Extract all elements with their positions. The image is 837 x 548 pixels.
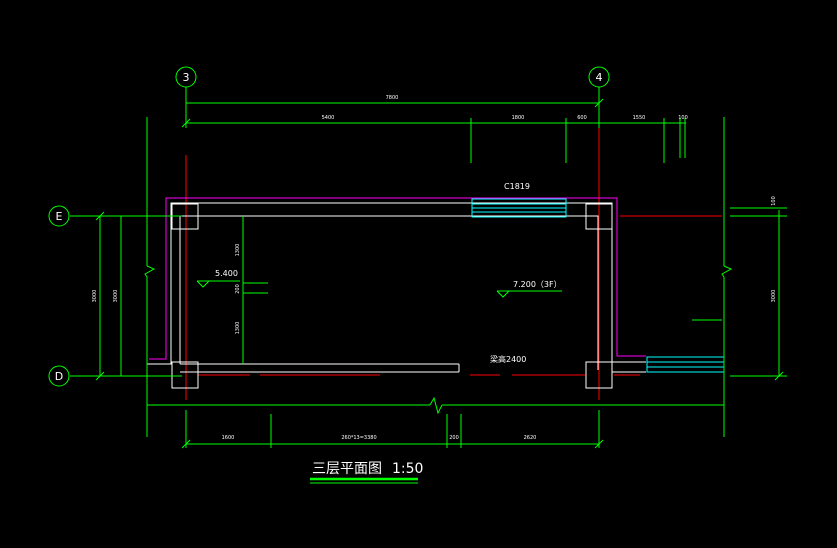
axis-label-4: 4 — [596, 71, 603, 84]
dim-left-outer: 3000 — [92, 290, 98, 303]
window-c1819 — [471, 198, 567, 218]
dim-top-seg-3: 600 — [577, 115, 587, 121]
beam-note: 梁高2400 — [490, 354, 526, 364]
wall-outer — [147, 202, 646, 365]
dim-right-main: 3000 — [771, 290, 777, 303]
dim-top-seg-5: 100 — [678, 115, 688, 121]
axis-bubble-e: E — [48, 205, 70, 227]
axis-bubble-d: D — [48, 365, 70, 387]
axis-bubble-3: 3 — [175, 66, 197, 94]
wall-inner — [179, 215, 599, 370]
title-scale: 1:50 — [392, 461, 423, 477]
dim-top-total: 7800 — [386, 95, 399, 101]
drawing-title: 三层平面图 1:50 — [310, 461, 423, 484]
window-tag: C1819 — [504, 182, 530, 191]
axis-bubble-4: 4 — [588, 66, 610, 94]
outer-outline — [149, 197, 646, 360]
axis-label-3: 3 — [183, 71, 190, 84]
dim-bottom-seg-4: 2620 — [524, 435, 537, 441]
dim-right-small: 100 — [771, 196, 777, 206]
window-right — [646, 356, 725, 373]
dim-top-seg-1: 5400 — [322, 115, 335, 121]
dim-top-seg-2: 1800 — [512, 115, 525, 121]
dim-bottom-seg-3: 200 — [449, 435, 459, 441]
dim-inner-bottom: 1300 — [235, 322, 241, 335]
column-e4 — [585, 203, 613, 230]
axis-label-d: D — [55, 370, 63, 383]
dim-bottom-seg-1: 1600 — [222, 435, 235, 441]
dimension-lines — [70, 92, 787, 449]
dim-top-seg-4: 1550 — [633, 115, 646, 121]
level-right: 7.200（3F） — [513, 280, 562, 289]
dim-inner-top: 1300 — [235, 244, 241, 257]
dim-inner-mid: 200 — [235, 284, 241, 294]
dim-bottom-seg-2: 260*13=3380 — [341, 435, 376, 441]
title-text: 三层平面图 — [312, 461, 382, 477]
dim-left-inner: 3000 — [113, 290, 119, 303]
column-d4 — [585, 361, 613, 389]
axis-label-e: E — [56, 210, 63, 223]
axis-lines — [185, 95, 722, 400]
walls — [147, 202, 646, 389]
column-d3 — [171, 361, 199, 389]
level-left: 5.400 — [215, 269, 238, 278]
